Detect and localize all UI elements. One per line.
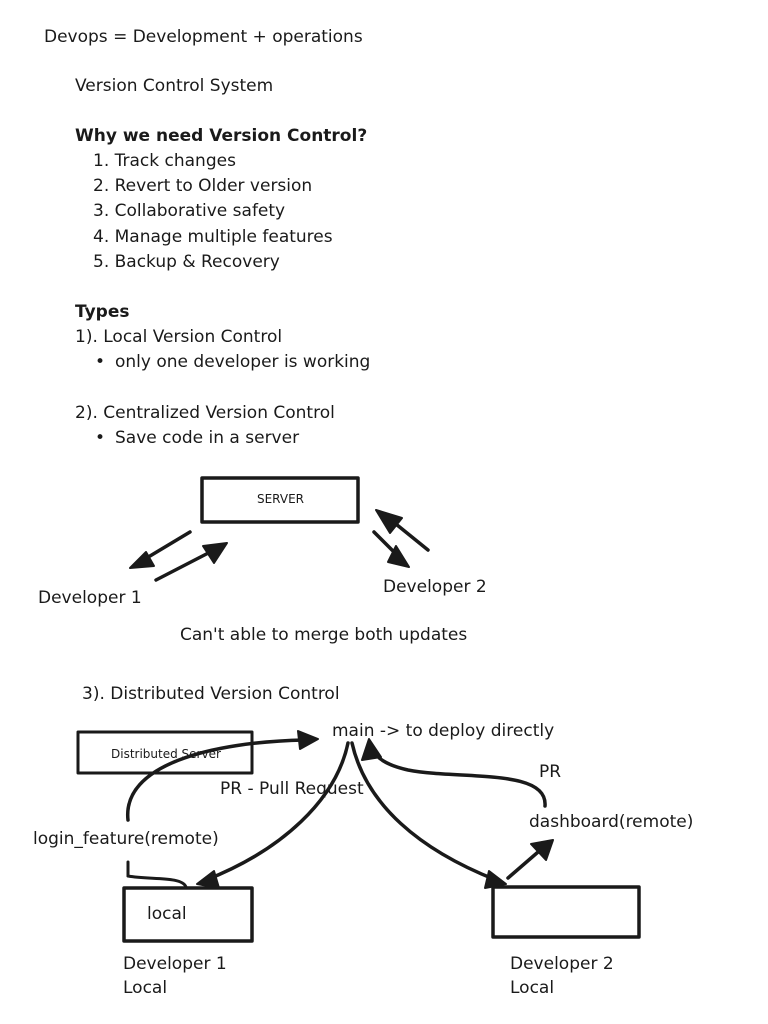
developer2-label: Developer 2 <box>383 577 487 597</box>
centralized-vc-title: 2). Centralized Version Control <box>75 403 335 423</box>
arrowhead <box>530 839 554 861</box>
arrowhead <box>202 542 228 564</box>
arrow-local-to-login <box>126 874 188 889</box>
distributed-server-box <box>76 730 254 775</box>
arrow-login-to-main <box>126 738 307 822</box>
arrowhead <box>375 509 403 534</box>
centralized-caption: Can't able to merge both updates <box>180 625 468 645</box>
dev1-sub-label: Local <box>123 978 168 998</box>
pr-label: PR <box>539 762 562 782</box>
arrowhead <box>361 738 382 761</box>
list-item: 1. Track changes <box>93 151 236 171</box>
local-vc-title: 1). Local Version Control <box>75 327 283 347</box>
dashboard-label: dashboard(remote) <box>529 812 694 832</box>
arrowhead <box>297 730 319 750</box>
arrow-dashboard-to-main <box>370 746 547 808</box>
arrow-main-to-local <box>204 741 350 882</box>
local-box-label: local <box>147 904 187 924</box>
section-subtitle: Version Control System <box>75 76 274 96</box>
local-box <box>122 886 254 943</box>
centralized-vc-bullet: Save code in a server <box>115 428 300 448</box>
bullet-marker: • <box>95 352 106 372</box>
server-box <box>200 476 360 524</box>
page-title: Devops = Development + operations <box>44 27 363 47</box>
types-heading: Types <box>75 302 130 322</box>
arrow-main-to-dev2 <box>350 741 498 882</box>
distributed-server-label: Distributed Server <box>111 747 221 761</box>
list-item: 2. Revert to Older version <box>93 176 313 196</box>
developer1-label: Developer 1 <box>38 588 142 608</box>
main-branch-label: main -> to deploy directly <box>332 721 555 741</box>
server-box-label: SERVER <box>256 492 304 506</box>
list-item: 5. Backup & Recovery <box>93 252 280 272</box>
dev2-box <box>491 885 641 939</box>
login-feature-label: login_feature(remote) <box>33 829 219 849</box>
why-heading: Why we need Version Control? <box>75 126 368 146</box>
local-vc-bullet: only one developer is working <box>115 352 371 372</box>
arrowhead <box>387 545 410 568</box>
dev2-label: Developer 2 <box>510 954 614 974</box>
dev1-label: Developer 1 <box>123 954 227 974</box>
arrowhead <box>196 870 220 889</box>
list-item: 3. Collaborative safety <box>93 201 286 221</box>
dev2-sub-label: Local <box>510 978 555 998</box>
arrowhead <box>484 870 507 889</box>
distributed-vc-title: 3). Distributed Version Control <box>82 684 340 704</box>
list-item: 4. Manage multiple features <box>93 227 333 247</box>
arrowhead <box>129 551 155 569</box>
bullet-marker: • <box>95 428 106 448</box>
